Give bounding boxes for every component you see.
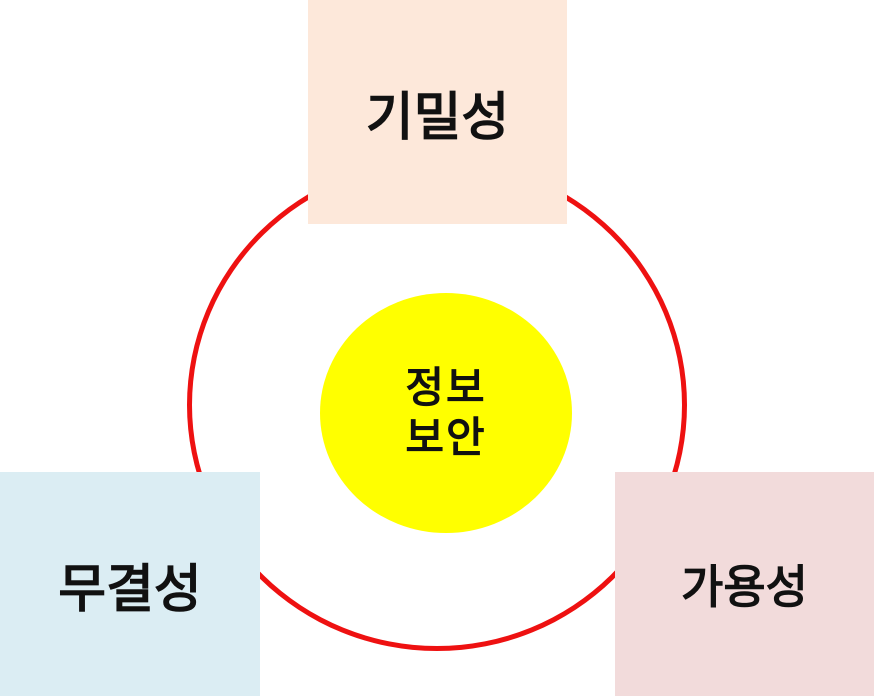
availability-box: 가용성 — [615, 472, 874, 696]
center-label-line-2: 보안 — [405, 413, 487, 462]
confidentiality-label: 기밀성 — [365, 87, 510, 148]
confidentiality-box: 기밀성 — [308, 0, 567, 224]
availability-label: 가용성 — [681, 560, 808, 614]
center-label-line-1: 정보 — [405, 362, 487, 412]
center-circle: 정보 보안 — [320, 293, 572, 533]
integrity-label: 무결성 — [58, 559, 202, 620]
integrity-box: 무결성 — [0, 472, 260, 696]
